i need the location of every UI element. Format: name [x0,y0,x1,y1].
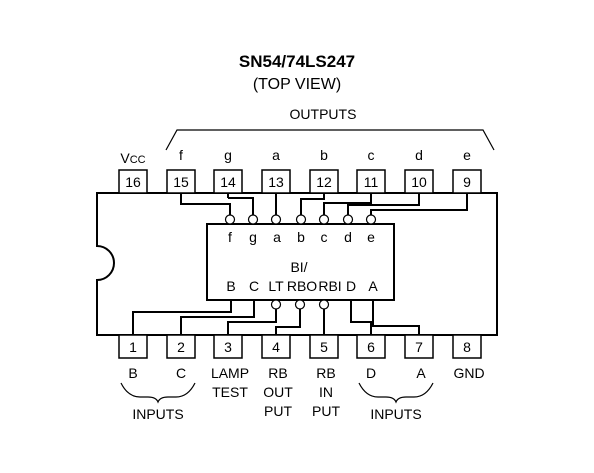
decoder-in-label: B [226,278,235,294]
decoder-in-label: C [249,278,259,294]
pin-label: f [179,147,183,163]
decoder-bi-label: BI/ [290,259,307,275]
pin-label-vcc: VCC [120,150,145,166]
top-pins: 16 15 14 13 12 11 10 9 VCC f g a b c d e [118,147,482,194]
inputs-brace-right [358,382,434,404]
decoder-out-label: b [297,229,305,245]
outputs-label: OUTPUTS [290,106,357,122]
inputs-label-left: INPUTS [132,406,183,422]
pin-number: 8 [463,339,471,355]
vcc-subscript: CC [130,154,146,166]
pin-number: 13 [268,174,284,190]
pin-label: b [320,147,328,163]
decoder-top-labels: f g a b c d e [228,229,375,245]
pin-label: PUT [312,403,340,419]
inputs-brace-left [120,382,196,404]
pin-number: 5 [320,339,328,355]
pin-number: 12 [316,174,332,190]
pin-label: D [366,365,376,381]
pin-number: 2 [177,339,185,355]
decoder-in-label: D [346,278,356,294]
chip-title: SN54/74LS247 [239,52,355,71]
decoder-bottom-labels: B C LT RBO RBI D A [226,278,378,294]
pin-number: 10 [411,174,427,190]
pin-label: B [128,365,137,381]
decoder-in-label: LT [268,278,284,294]
decoder-out-label: f [228,229,232,245]
decoder-in-label: RBI [318,278,341,294]
pin-label: e [463,147,471,163]
decoder-out-label: g [249,229,257,245]
pin-number: 3 [224,339,232,355]
decoder-in-label: A [368,278,378,294]
decoder-in-label: RBO [287,278,317,294]
decoder-out-label: a [273,229,281,245]
pin-number: 9 [463,174,471,190]
bottom-pins: 1 2 3 4 5 6 7 8 B C LAMP TEST RB OUT PUT… [118,334,485,419]
pin-label: c [368,147,375,163]
pin-label: TEST [212,384,248,400]
pin-number: 14 [220,174,236,190]
pin-label: LAMP [211,365,249,381]
pin-label: A [416,365,426,381]
view-subtitle: (TOP VIEW) [253,76,341,93]
pin-number: 7 [415,339,423,355]
pin-label: a [272,147,280,163]
pin-8 [452,334,482,359]
pin-number: 16 [125,174,141,190]
pin-label: OUT [263,384,293,400]
pin-number: 6 [367,339,375,355]
pin-label: IN [319,384,333,400]
pin-label: RB [316,365,335,381]
decoder-out-label: e [367,229,375,245]
pin-16 [118,169,148,194]
pin-label: GND [453,365,484,381]
pin-label: C [176,365,186,381]
pin-number: 11 [364,174,379,190]
chip-body [96,192,498,336]
outputs-brace [165,129,495,151]
pin-number: 1 [129,339,137,355]
decoder-out-label: d [344,229,352,245]
pin-label: RB [268,365,287,381]
vcc-main: V [120,150,130,166]
decoder-out-label: c [321,229,328,245]
inputs-label-right: INPUTS [370,406,421,422]
pin-label: g [224,147,232,163]
pin-number: 4 [272,339,280,355]
input-wiring [132,299,420,335]
output-wiring [180,193,468,225]
pin-label: PUT [264,403,292,419]
pin-number: 15 [173,174,189,190]
pin-label: d [415,147,423,163]
